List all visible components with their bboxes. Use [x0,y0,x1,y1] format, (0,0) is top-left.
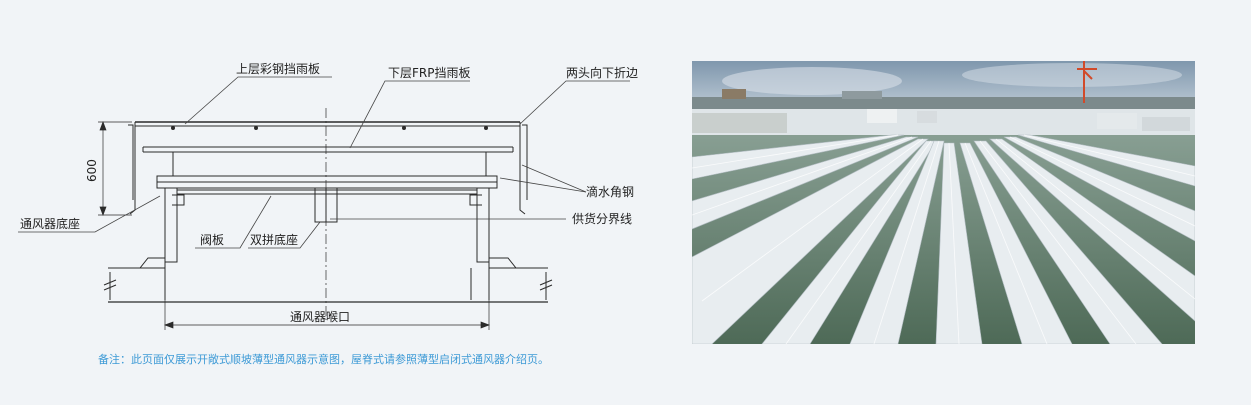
label-throat: 通风器喉口 [290,310,350,324]
footnote: 备注：此页面仅展示开敞式顺坡薄型通风器示意图，屋脊式请参照薄型启闭式通风器介绍页… [98,353,549,366]
label-ventilator-base: 通风器底座 [20,216,80,231]
label-upper-rain-cover: 上层彩钢挡雨板 [236,62,320,76]
roof-structure [103,257,553,303]
label-supply-boundary: 供货分界线 [572,211,632,226]
label-height-dimension: 600 [85,159,99,182]
rooftop-photo [692,61,1195,344]
label-lower-frp-cover: 下层FRP挡雨板 [388,66,470,80]
rooftop-photo-image [692,61,1195,344]
label-drip-angle-steel: 滴水角钢 [586,184,634,199]
label-damper: 阀板 [200,233,224,247]
upper-cover-frame [128,121,528,215]
ventilator-base [156,175,498,263]
ventilator-drawing: 上层彩钢挡雨板 下层FRP挡雨板 两头向下折边 滴水角钢 供货分界线 通风器底座… [18,62,638,330]
height-dimension [98,121,132,216]
lower-frp-cover [142,146,514,176]
leader-lines [18,76,630,249]
label-folded-edges: 两头向下折边 [566,65,638,80]
throat-dimension [164,300,490,330]
label-double-base: 双拼底座 [250,232,298,247]
